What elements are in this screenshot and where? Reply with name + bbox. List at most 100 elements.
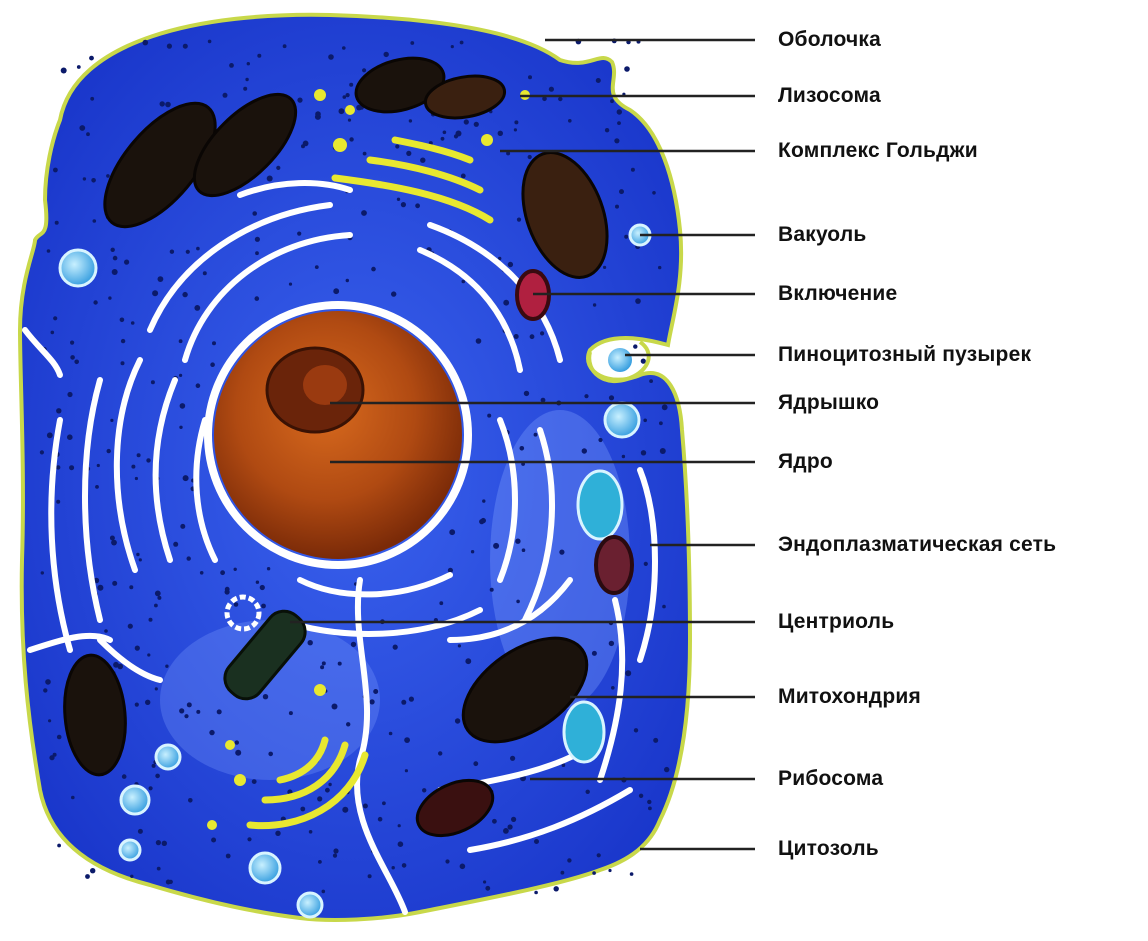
ribosome-dot bbox=[260, 585, 265, 590]
ribosome-dot bbox=[55, 221, 59, 225]
ribosome-dot bbox=[131, 465, 135, 469]
ribosome-dot bbox=[247, 62, 250, 65]
ribosome-dot bbox=[524, 391, 529, 396]
ribosome-dot bbox=[398, 841, 404, 847]
ribosome-dot bbox=[333, 848, 338, 853]
ribosome-dot bbox=[145, 700, 150, 705]
ribosome-dot bbox=[261, 604, 266, 609]
ribosome-dot bbox=[121, 361, 125, 365]
ribosome-dot bbox=[338, 662, 342, 666]
ribosome-dot bbox=[128, 624, 133, 629]
ribosome-dot bbox=[155, 774, 160, 779]
ribosome-dot bbox=[234, 602, 239, 607]
ribosome-dot bbox=[83, 177, 86, 180]
ribosome-dot bbox=[487, 414, 491, 418]
ribosome-dot bbox=[275, 831, 280, 836]
ribosome-dot bbox=[315, 111, 321, 117]
ribosome-dot bbox=[151, 380, 155, 384]
ribosome-dot bbox=[200, 571, 204, 575]
ribosome-dot bbox=[333, 288, 339, 294]
ribosome-dot bbox=[515, 539, 520, 544]
ribosome-dot bbox=[93, 300, 97, 304]
ribosome-dot bbox=[391, 291, 396, 296]
ribosome-dot bbox=[276, 166, 280, 170]
ribosome-dot bbox=[584, 394, 588, 398]
golgi-vesicle-icon bbox=[333, 138, 347, 152]
ribosome-dot bbox=[243, 87, 247, 91]
ribosome-dot bbox=[255, 237, 260, 242]
ribosome-dot bbox=[235, 740, 239, 744]
ribosome-dot bbox=[510, 756, 515, 761]
ribosome-dot bbox=[633, 344, 637, 348]
ribosome-dot bbox=[300, 807, 305, 812]
ribosome-dot bbox=[49, 755, 54, 760]
ribosome-dot bbox=[549, 87, 554, 92]
ribosome-dot bbox=[315, 265, 319, 269]
ribosome-dot bbox=[245, 78, 248, 81]
ribosome-dot bbox=[57, 844, 61, 848]
ribosome-dot bbox=[179, 339, 183, 343]
ribosome-dot bbox=[540, 331, 544, 335]
ribosome-dot bbox=[85, 874, 90, 879]
inclusion bbox=[596, 537, 632, 593]
ribosome-dot bbox=[409, 697, 414, 702]
ribosome-dot bbox=[179, 708, 184, 713]
ribosome-dot bbox=[662, 605, 666, 609]
ribosome-dot bbox=[162, 841, 167, 846]
ribosome-dot bbox=[451, 45, 454, 48]
ribosome-dot bbox=[393, 645, 398, 650]
ribosome-dot bbox=[137, 453, 141, 457]
ribosome-dot bbox=[167, 44, 172, 49]
ribosome-dot bbox=[220, 570, 225, 575]
ribosome-dot bbox=[443, 131, 447, 135]
ribosome-dot bbox=[503, 828, 509, 834]
ribosome-dot bbox=[61, 68, 67, 74]
ribosome-dot bbox=[439, 601, 443, 605]
ribosome-dot bbox=[89, 56, 94, 61]
ribosome-dot bbox=[567, 858, 571, 862]
ribosome-dot bbox=[597, 853, 601, 857]
golgi-vesicle-icon bbox=[207, 820, 217, 830]
ribosome-dot bbox=[255, 251, 259, 255]
ribosome-dot bbox=[53, 316, 57, 320]
golgi-vesicle-icon bbox=[314, 89, 326, 101]
ribosome-dot bbox=[445, 859, 449, 863]
ribosome-dot bbox=[363, 152, 367, 156]
ribosome-dot bbox=[482, 499, 485, 502]
ribosome-dot bbox=[624, 66, 630, 72]
ribosome-dot bbox=[603, 266, 606, 269]
ribosome-dot bbox=[409, 119, 412, 122]
ribosome-dot bbox=[70, 341, 74, 345]
ribosome-dot bbox=[225, 587, 230, 592]
ribosome-dot bbox=[194, 305, 200, 311]
ribosome-dot bbox=[464, 119, 469, 124]
ribosome-dot bbox=[660, 448, 666, 454]
ribosome-dot bbox=[485, 886, 490, 891]
ribosome-dot bbox=[257, 54, 261, 58]
ribosome-dot bbox=[339, 108, 345, 114]
vacuole bbox=[564, 702, 604, 762]
ribosome-dot bbox=[187, 556, 191, 560]
ribosome-dot bbox=[389, 732, 393, 736]
ribosome-dot bbox=[320, 665, 324, 669]
ribosome-dot bbox=[57, 735, 62, 740]
ribosome-dot bbox=[415, 203, 420, 208]
label-lysosome: Лизосома bbox=[778, 84, 881, 108]
ribosome-dot bbox=[196, 247, 200, 251]
ribosome-dot bbox=[179, 426, 182, 429]
ribosome-dot bbox=[152, 290, 158, 296]
ribosome-dot bbox=[410, 41, 414, 45]
ribosome-dot bbox=[449, 529, 455, 535]
ribosome-dot bbox=[490, 588, 494, 592]
ribosome-dot bbox=[113, 256, 118, 261]
ribosome-dot bbox=[405, 769, 408, 772]
ribosome-dot bbox=[592, 651, 597, 656]
ribosome-dot bbox=[69, 465, 74, 470]
ribosome-dot bbox=[56, 500, 60, 504]
ribosome-dot bbox=[370, 699, 375, 704]
ribosome-dot bbox=[384, 52, 389, 57]
ribosome-dot bbox=[121, 339, 125, 343]
label-mitochondrion: Митохондрия bbox=[778, 685, 921, 709]
ribosome-dot bbox=[568, 119, 572, 123]
ribosome-dot bbox=[361, 210, 367, 216]
